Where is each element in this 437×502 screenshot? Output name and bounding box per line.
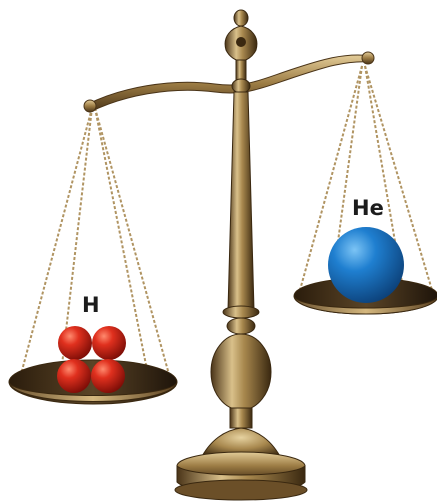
hydrogen-sphere — [92, 326, 126, 360]
scale-base — [174, 427, 308, 501]
hydrogen-sphere — [91, 359, 125, 393]
helium-label: He — [352, 196, 384, 220]
hydrogen-spheres — [57, 326, 126, 393]
top-finial-ornament — [224, 9, 258, 94]
column-bulb — [210, 333, 272, 411]
right-beam-end — [361, 51, 375, 65]
hydrogen-sphere — [58, 326, 92, 360]
center-column — [227, 91, 255, 311]
left-beam-end — [83, 99, 97, 113]
hydrogen-sphere — [57, 359, 91, 393]
hydrogen-label: H — [82, 293, 100, 317]
left-pan-chains — [19, 107, 171, 386]
helium-sphere — [328, 227, 404, 303]
balance-beam — [87, 54, 373, 113]
